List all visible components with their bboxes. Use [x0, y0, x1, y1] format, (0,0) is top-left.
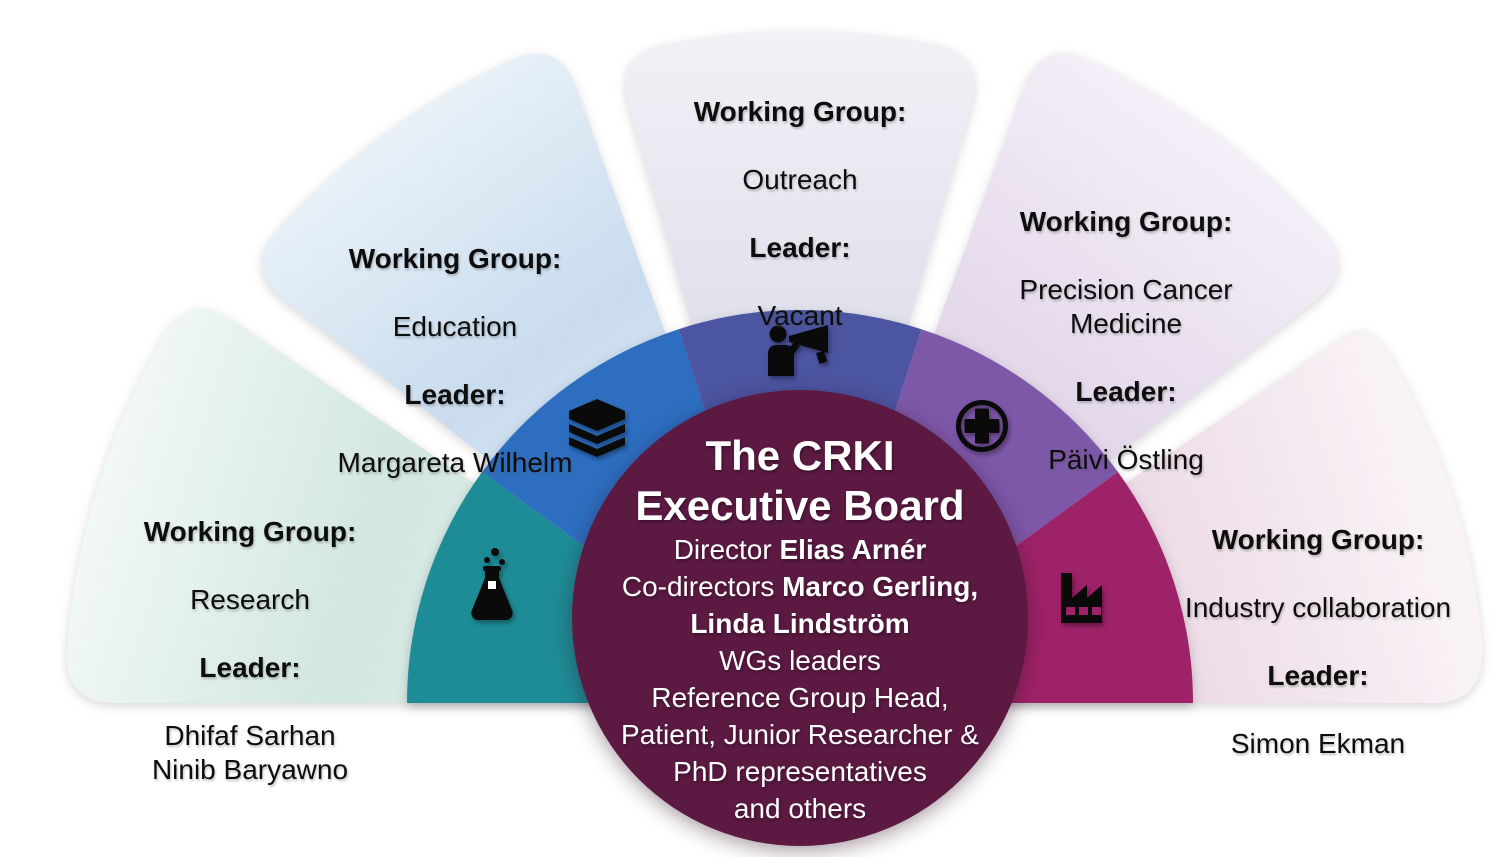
books-icon — [569, 399, 625, 457]
wg-name: Industry collaboration — [1184, 592, 1452, 623]
codirector-2: Linda Lindström — [690, 608, 910, 639]
board-members-line-5: and others — [733, 793, 867, 824]
wg-leader-label: Leader: — [404, 379, 506, 410]
board-title-line1: The CRKI — [705, 432, 895, 479]
board-title-line2: Executive Board — [635, 482, 965, 529]
executive-board-text: The CRKI Executive Board Director Elias … — [560, 431, 1040, 827]
wg-leader-label: Leader: — [1267, 660, 1369, 691]
wg-heading: Working Group: — [143, 516, 357, 547]
wg-leader: Simon Ekman — [1230, 728, 1406, 759]
wg-leader: Päivi Östling — [1048, 444, 1204, 475]
megaphone-person-icon — [768, 325, 828, 376]
wg-name: Research — [190, 584, 310, 615]
wg-leader: Margareta Wilhelm — [337, 447, 573, 478]
board-members-line-1: WGs leaders — [719, 645, 881, 676]
wg-heading: Working Group: — [1019, 206, 1233, 237]
wg-name: Education — [392, 311, 518, 342]
director-label: Director — [673, 534, 780, 565]
wg-leader: Dhifaf Sarhan Ninib Baryawno — [151, 720, 349, 785]
wg-heading: Working Group: — [1211, 524, 1425, 555]
wg-leader-label: Leader: — [1075, 376, 1177, 407]
flask-icon — [471, 548, 513, 621]
wg-heading: Working Group: — [693, 96, 907, 127]
factory-icon — [1061, 573, 1102, 623]
wg-block-research: Working Group: Research Leader: Dhifaf S… — [35, 481, 465, 821]
wg-block-education: Working Group: Education Leader: Margare… — [240, 208, 670, 514]
board-codirectors-line: Co-directors Marco Gerling, — [560, 568, 1040, 605]
codirector-1: Marco Gerling, — [782, 571, 979, 602]
wg-block-outreach: Working Group: Outreach Leader: Vacant — [585, 61, 1015, 367]
board-members-line-3: Patient, Junior Researcher & — [621, 719, 979, 750]
medical-cross-icon — [956, 400, 1008, 452]
board-members-line-4: PhD representatives — [673, 756, 927, 787]
ring-icons — [471, 325, 1102, 623]
wg-name: Precision Cancer Medicine — [1019, 274, 1233, 339]
director-name: Elias Arnér — [779, 534, 927, 565]
board-members-line-2: Reference Group Head, — [651, 682, 949, 713]
wg-leader-label: Leader: — [749, 232, 851, 263]
executive-board-circle — [572, 390, 1028, 846]
wg-leader: Vacant — [757, 300, 843, 331]
wg-heading: Working Group: — [348, 243, 562, 274]
wg-block-precision-cancer-medicine: Working Group: Precision Cancer Medicine… — [911, 171, 1341, 511]
wg-block-industry-collaboration: Working Group: Industry collaboration Le… — [1103, 489, 1500, 795]
board-codirector2-line: Linda Lindström — [560, 605, 1040, 642]
board-director-line: Director Elias Arnér — [560, 531, 1040, 568]
wg-name: Outreach — [742, 164, 858, 195]
codirectors-label: Co-directors — [621, 571, 783, 602]
wg-leader-label: Leader: — [199, 652, 301, 683]
